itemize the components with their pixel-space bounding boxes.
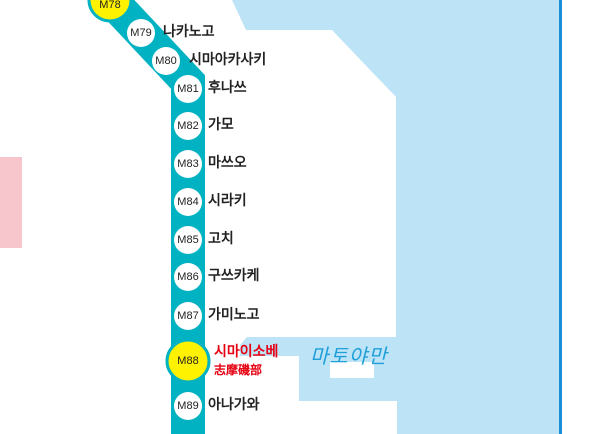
station-name[interactable]: 나카노고 xyxy=(163,24,215,40)
station-marker xyxy=(174,75,202,103)
station-name[interactable]: 시마아카사키 xyxy=(189,52,267,68)
label-background xyxy=(330,362,374,378)
station-name[interactable]: 마쓰오 xyxy=(208,155,247,171)
station-name[interactable]: 시마이소베 xyxy=(214,344,279,360)
station-m81[interactable]: M81 xyxy=(174,75,202,103)
station-m85[interactable]: M85 xyxy=(174,226,202,254)
station-m80[interactable]: M80 xyxy=(152,47,180,75)
station-code: M78 xyxy=(99,0,120,11)
bay-label: 마토야만 xyxy=(310,344,388,368)
station-code: M83 xyxy=(177,158,198,170)
station-marker xyxy=(87,0,133,23)
station-m86[interactable]: M86 xyxy=(174,263,202,291)
station-marker xyxy=(174,150,202,178)
station-m89[interactable]: M89 xyxy=(174,392,202,420)
station-code: M82 xyxy=(177,120,198,132)
station-m82[interactable]: M82 xyxy=(174,112,202,140)
station-code: M88 xyxy=(177,355,198,367)
station-name[interactable]: 가모 xyxy=(208,117,234,133)
station-marker xyxy=(152,47,180,75)
station-m87[interactable]: M87 xyxy=(174,302,202,330)
station-marker xyxy=(165,338,211,384)
station-code: M85 xyxy=(177,234,198,246)
station-m88[interactable]: M88 xyxy=(165,338,211,384)
station-m83[interactable]: M83 xyxy=(174,150,202,178)
station-marker xyxy=(174,188,202,216)
station-name[interactable]: 구쓰카케 xyxy=(208,268,260,284)
station-marker xyxy=(174,263,202,291)
station-marker xyxy=(174,392,202,420)
station-code: M87 xyxy=(177,310,198,322)
station-marker xyxy=(174,226,202,254)
station-name-kanji: 志摩磯部 xyxy=(214,363,263,377)
station-code: M81 xyxy=(177,83,198,95)
coastline xyxy=(559,0,562,434)
station-m84[interactable]: M84 xyxy=(174,188,202,216)
station-m79[interactable]: M79 xyxy=(127,19,155,47)
station-marker xyxy=(174,302,202,330)
station-name[interactable]: 시라키 xyxy=(208,193,247,209)
station-code: M84 xyxy=(177,196,198,208)
station-name[interactable]: 후나쓰 xyxy=(208,80,247,96)
station-name[interactable]: 고치 xyxy=(208,231,234,247)
station-m78[interactable]: M78 xyxy=(87,0,133,23)
station-name[interactable]: 아나가와 xyxy=(208,397,260,413)
pink-area xyxy=(0,157,22,248)
station-code: M80 xyxy=(155,55,176,67)
station-code: M89 xyxy=(177,400,198,412)
station-marker xyxy=(174,112,202,140)
station-code: M86 xyxy=(177,271,198,283)
station-code: M79 xyxy=(130,27,151,39)
station-marker xyxy=(127,19,155,47)
station-name[interactable]: 가미노고 xyxy=(208,307,260,323)
